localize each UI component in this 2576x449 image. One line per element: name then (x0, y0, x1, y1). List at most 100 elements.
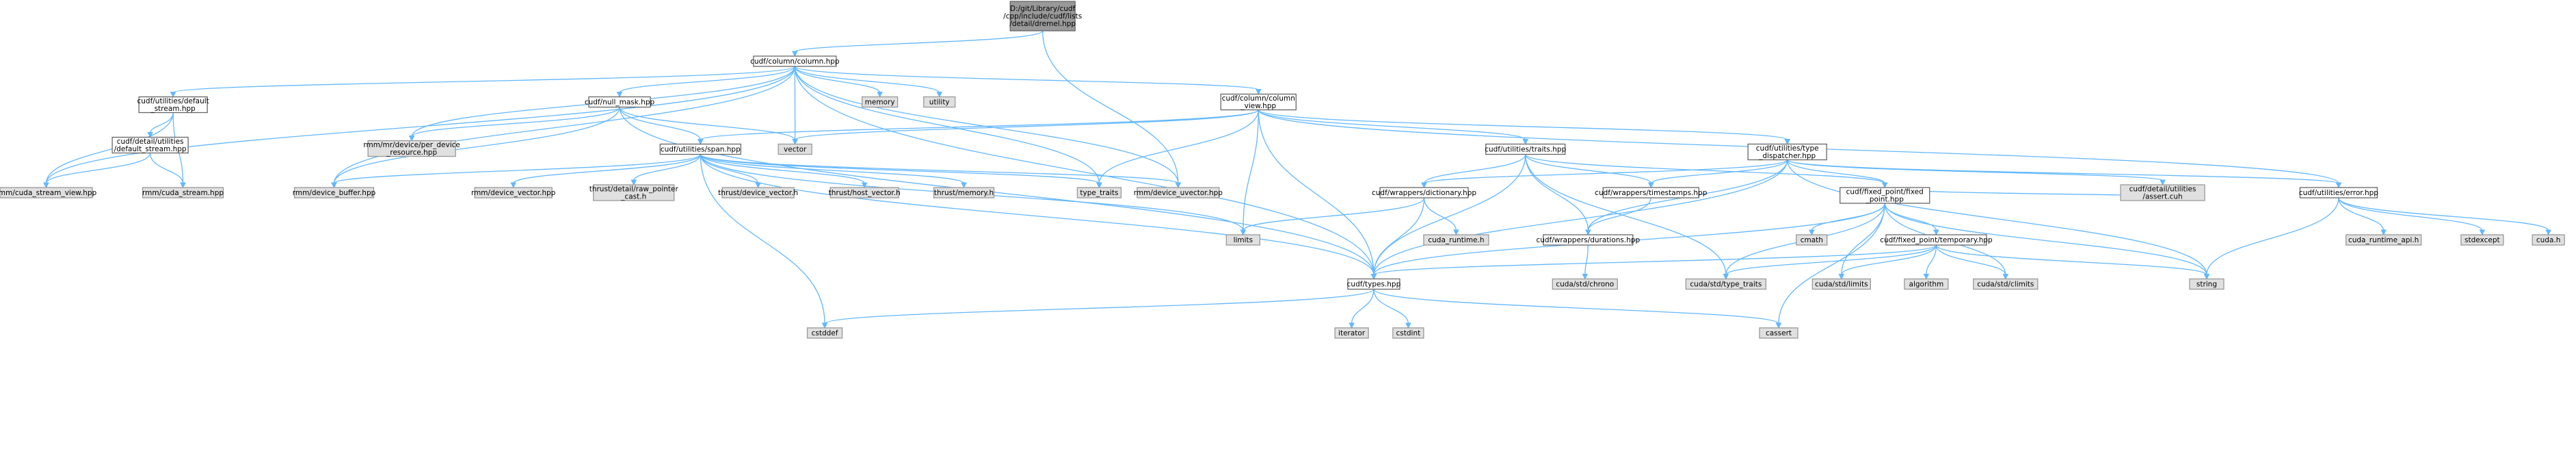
node-box (659, 143, 741, 155)
node-type-dispatcher[interactable]: cudf/utilities/type_dispatcher.hpp (1747, 143, 1827, 161)
edge-arrowhead (792, 51, 798, 57)
node-label-line: /default_stream.hpp (114, 145, 187, 153)
edge-column-to-memory (794, 66, 883, 98)
edge-column_view-to-type_traits (1096, 110, 1259, 189)
node-box (1076, 187, 1122, 198)
edge-line (1841, 203, 1885, 275)
edge-durations-to-chrono (1582, 244, 1589, 280)
node-label-line: cuda/std/chrono (1556, 281, 1614, 289)
node-dictionary[interactable]: cudf/wrappers/dictionary.hpp (1372, 187, 1476, 198)
node-label-line: /cpp/include/cudf/lists (1003, 12, 1082, 21)
edge-arrowhead (43, 182, 49, 189)
node-box (1543, 234, 1634, 246)
node-label-line: memory (865, 99, 895, 107)
node-label-line: cudf/fixed_point/fixed (1846, 188, 1924, 196)
edge-arrowhead (2380, 229, 2387, 236)
node-label-line: rmm/device_uvector.hpp (1134, 189, 1223, 197)
edge-line (1423, 154, 1526, 184)
edge-arrowhead (1522, 139, 1529, 145)
node-label-line: rmm/device_vector.hpp (471, 189, 556, 197)
edge-line (45, 153, 151, 184)
edge-column_view-to-traits (1258, 110, 1529, 145)
edge-line (700, 154, 865, 184)
node-traits[interactable]: cudf/utilities/traits.hpp (1485, 143, 1567, 155)
node-box (2532, 234, 2565, 246)
node-box (142, 187, 224, 198)
edge-line (333, 107, 620, 184)
edge-line (149, 153, 184, 184)
node-per-device-resource: rmm/mr/device/per_device_resource.hpp (363, 140, 460, 157)
node-cuda-runtime-api: cuda_runtime_api.h (2346, 234, 2422, 246)
node-thrust-host-vector: thrust/host_vector.h (829, 187, 901, 198)
node-temporary[interactable]: cudf/fixed_point/temporary.hpp (1880, 234, 1993, 246)
node-detail-default-stream[interactable]: cudf/detail/utilities/default_stream.hpp (111, 136, 189, 154)
edge-arrowhead (180, 182, 186, 189)
node-vector: vector (778, 143, 812, 155)
edge-types-to-cstdint (1373, 289, 1411, 329)
edge-line (333, 153, 701, 184)
edge-line (700, 154, 759, 184)
node-root[interactable]: D:/git/Library/cudf/cpp/include/cudf/lis… (1003, 1, 1082, 31)
node-label-line: cstddef (812, 329, 838, 337)
edge-type_dispatcher-to-timestamps (1647, 159, 1788, 189)
node-label-line: cudf/wrappers/dictionary.hpp (1372, 189, 1476, 197)
node-null-mask[interactable]: cudf/null_mask.hpp (585, 96, 655, 108)
node-box (2346, 234, 2422, 246)
edge-arrowhead (1255, 89, 1262, 95)
edge-line (513, 154, 701, 184)
node-box (2120, 184, 2205, 201)
edge-line (1787, 159, 2164, 181)
node-label-line: rmm/device_buffer.hpp (293, 189, 376, 197)
node-label-line: _view.hpp (1240, 102, 1276, 110)
node-iterator: iterator (1334, 327, 1369, 339)
node-column-view[interactable]: cudf/column/column_view.hpp (1220, 93, 1297, 111)
node-string: string (2189, 278, 2225, 290)
node-climits: cuda/std/climits (1973, 278, 2039, 290)
edge-arrowhead (1933, 229, 1939, 236)
node-span[interactable]: cudf/utilities/span.hpp (659, 143, 741, 155)
node-column[interactable]: cudf/column/column.hpp (750, 55, 840, 67)
edge-temporary-to-std_type_traits (1723, 244, 1937, 280)
node-box (806, 327, 843, 339)
node-std-type-traits: cuda/std/type_traits (1685, 278, 1767, 290)
edge-line (2338, 197, 2483, 231)
node-label-line: utility (929, 99, 950, 107)
node-label-line: limits (1234, 236, 1253, 244)
node-fixed-point[interactable]: cudf/fixed_point/fixed_point.hpp (1840, 187, 1930, 204)
node-label-line: algorithm (1909, 281, 1944, 289)
edge-line (633, 154, 701, 181)
edge-line (619, 107, 701, 140)
nodes-layer: D:/git/Library/cudf/cpp/include/cudf/lis… (0, 1, 2565, 339)
node-label-line: thrust/detail/raw_pointer (589, 185, 679, 194)
edge-line (411, 107, 620, 138)
edge-arrowhead (936, 92, 943, 98)
node-types[interactable]: cudf/types.hpp (1347, 278, 1401, 290)
node-label-line: cuda/std/limits (1815, 281, 1868, 289)
node-default-stream[interactable]: cudf/utilities/default_stream.hpp (137, 96, 209, 114)
node-box (721, 187, 795, 198)
node-label-line: cuda_runtime_api.h (2348, 236, 2419, 244)
node-error[interactable]: cudf/utilities/error.hpp (2299, 187, 2378, 198)
edge-line (1935, 244, 2006, 275)
edge-line (1373, 244, 1937, 276)
edge-type_dispatcher-to-assert_cuh (1787, 159, 2166, 186)
edge-line (2338, 197, 2385, 231)
edge-line (1778, 203, 1885, 324)
edge-line (1373, 289, 1409, 324)
edge-arrowhead (1881, 182, 1888, 189)
edge-arrowhead (1647, 182, 1654, 189)
edge-line (794, 66, 1100, 184)
edge-arrowhead (821, 322, 828, 329)
node-timestamps[interactable]: cudf/wrappers/timestamps.hpp (1595, 187, 1708, 198)
node-label-line: cudf/utilities/type (1756, 144, 1819, 153)
node-label-line: thrust/host_vector.h (829, 189, 901, 197)
node-box (1747, 143, 1827, 161)
node-label-line: _dispatcher.hpp (1758, 152, 1816, 160)
node-box (1796, 234, 1828, 246)
node-durations[interactable]: cudf/wrappers/durations.hpp (1536, 234, 1641, 246)
node-box (367, 140, 456, 157)
edge-arrowhead (792, 139, 798, 145)
edge-span-to-device_vector_rmm (510, 154, 701, 189)
edge-type_dispatcher-to-dictionary (1421, 159, 1788, 189)
